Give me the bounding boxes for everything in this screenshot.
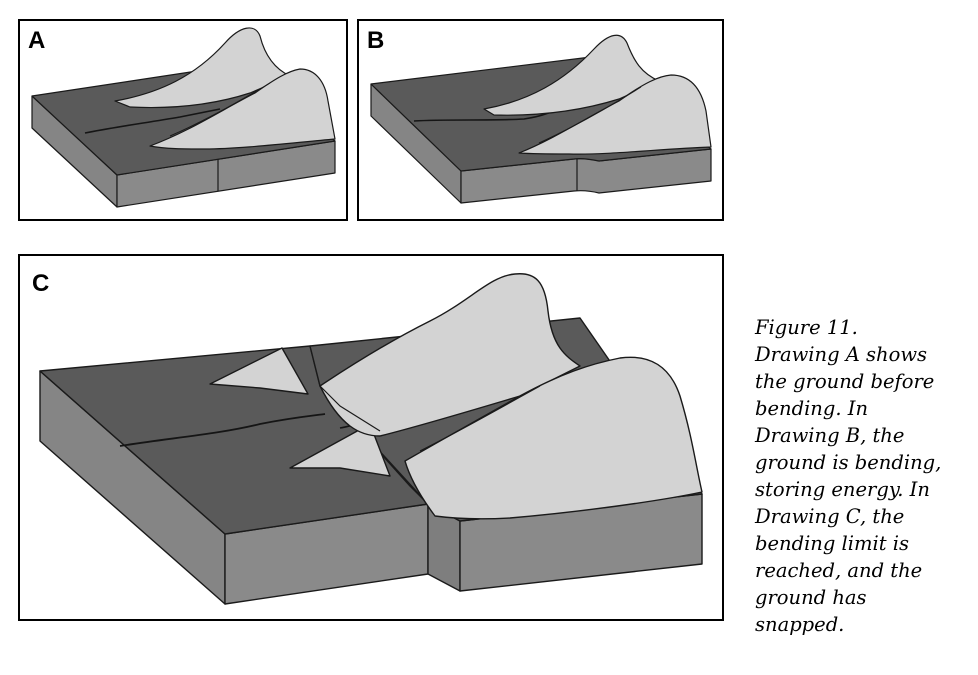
mountain-ridge-line xyxy=(419,385,541,452)
block-diagram-b xyxy=(370,34,712,204)
caption-line: ground is bending, xyxy=(755,451,942,474)
caption-line: snapped. xyxy=(755,613,845,636)
snapped-peak-back xyxy=(209,347,309,395)
caption-line: Drawing B, the xyxy=(755,424,905,447)
figure-caption: Figure 11. Drawing A shows the ground be… xyxy=(755,314,970,638)
panel-c-snapped: C xyxy=(18,254,724,621)
mountain-back xyxy=(319,273,581,437)
caption-line: Drawing C, the xyxy=(755,505,905,528)
block-diagram-c xyxy=(39,273,703,605)
panel-c-label: C xyxy=(32,270,50,297)
fault-scarp xyxy=(319,385,381,432)
caption-line: the ground before xyxy=(755,370,935,393)
caption-line: storing energy. In xyxy=(755,478,930,501)
mountain-front xyxy=(404,356,703,520)
mountain-back xyxy=(483,34,660,116)
caption-line: ground has xyxy=(755,586,867,609)
snapped-peak-front xyxy=(289,423,391,477)
mountain-ridge-line xyxy=(169,82,271,137)
panel-b-label: B xyxy=(367,27,385,54)
caption-line: bending. In xyxy=(755,397,869,420)
panel-a-before-bending: A xyxy=(18,19,348,221)
mountain-ridge-line xyxy=(538,86,642,144)
panel-a-label: A xyxy=(28,27,46,54)
block-diagram-a xyxy=(31,27,336,208)
caption-line: Drawing A shows xyxy=(755,343,928,366)
caption-line: reached, and the xyxy=(755,559,923,582)
fault-crack-left xyxy=(119,413,326,447)
panel-b-bending: B xyxy=(357,19,724,221)
caption-line: Figure 11. xyxy=(755,316,858,339)
caption-line: bending limit is xyxy=(755,532,910,555)
mountain-back xyxy=(114,27,291,109)
fault-trace xyxy=(84,108,221,134)
